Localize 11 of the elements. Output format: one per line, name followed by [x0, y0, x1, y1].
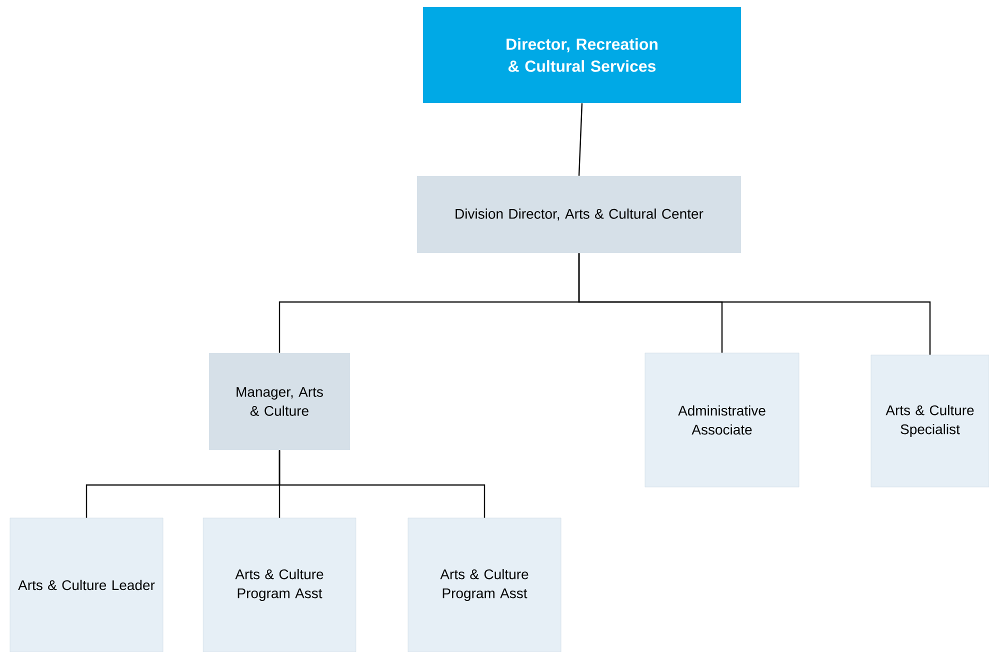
position-box: Arts & Culture Leader: [10, 518, 164, 652]
position-box: Administrative Associate: [644, 352, 800, 488]
position-box: Arts & Culture Specialist: [870, 354, 989, 488]
head-box: Director, Recreation & Cultural Services: [423, 7, 741, 103]
connector-line: [578, 253, 931, 355]
position-box: Arts & Culture Program Asst: [408, 518, 562, 652]
position-box: Division Director, Arts & Cultural Center: [417, 176, 741, 253]
connector-line: [278, 450, 486, 518]
connector-line: [578, 103, 583, 176]
position-box: Arts & Culture Program Asst: [202, 518, 356, 652]
position-box: Manager, Arts & Culture: [209, 353, 350, 450]
